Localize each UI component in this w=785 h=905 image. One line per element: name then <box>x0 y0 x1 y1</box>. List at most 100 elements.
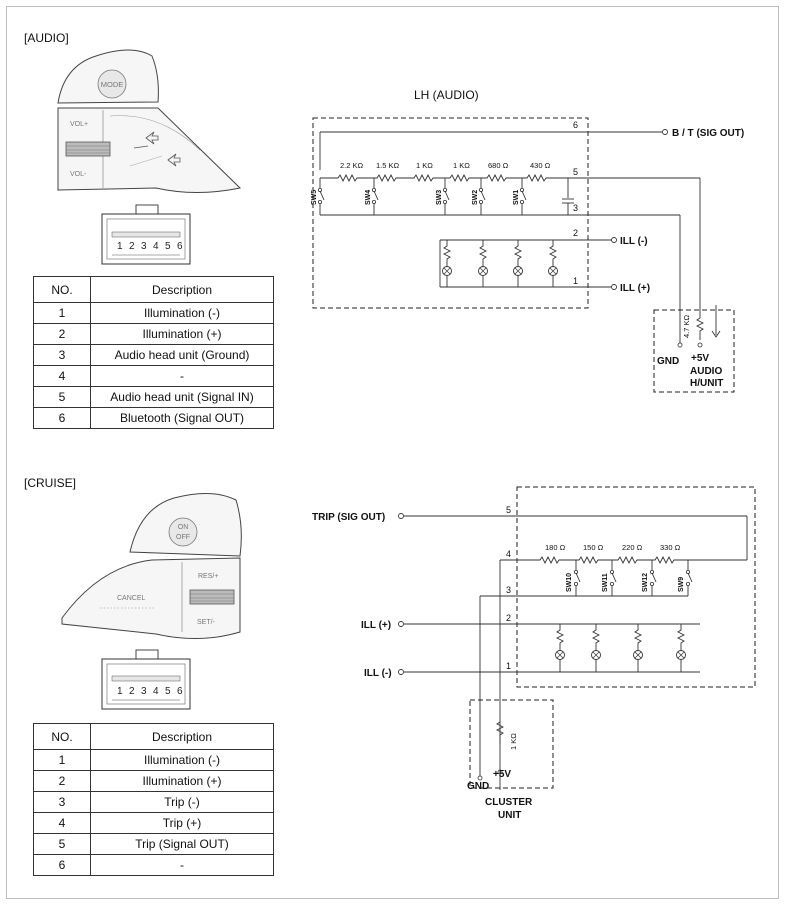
bt-sig-out-label: B / T (SIG OUT) <box>672 128 744 139</box>
resistor-label: 430 Ω <box>530 161 551 170</box>
seek-up-arrow-icon <box>145 131 159 145</box>
pin-label: 5 <box>573 167 578 177</box>
audio-section-label: [AUDIO] <box>24 31 69 45</box>
pin-label: 1 <box>573 276 578 286</box>
audio-switch-illustration: MODE VOL+ VOL- <box>57 49 242 193</box>
off-label: OFF <box>176 534 190 541</box>
pin-label: 3 <box>573 203 578 213</box>
resistor-label: 680 Ω <box>488 161 509 170</box>
gnd-label: GND <box>657 356 679 367</box>
pin-label: 2 <box>573 228 578 238</box>
audio-schematic-labels: 6 5 3 2 1 B / T (SIG OUT) ILL (-) ILL (+… <box>311 120 744 389</box>
cancel-label: CANCEL <box>117 595 146 602</box>
pin-description-cell: Audio head unit (Signal IN) <box>90 386 274 408</box>
resistor-label: 2.2 KΩ <box>340 161 364 170</box>
resistor-label: 220 Ω <box>622 543 643 552</box>
cruise-schematic-wiring <box>398 513 748 790</box>
page-frame <box>6 6 779 899</box>
resistor-label: 180 Ω <box>545 543 566 552</box>
resistor-label: 4.7 KΩ <box>682 314 691 338</box>
seek-down-arrow-icon <box>167 153 181 167</box>
pin-description-cell: Bluetooth (Signal OUT) <box>90 407 274 429</box>
connector-pin-number: 4 <box>153 686 159 697</box>
gnd-label: GND <box>467 781 489 792</box>
pin-label: 1 <box>506 661 511 671</box>
cruise-section-label: [CRUISE] <box>24 476 77 490</box>
resistor-label: 1 KΩ <box>416 161 433 170</box>
resistor-label: 150 Ω <box>583 543 604 552</box>
connector-pin-number: 6 <box>177 686 183 697</box>
pin-description-cell: Trip (Signal OUT) <box>90 833 274 855</box>
vol-down-label: VOL- <box>70 171 87 178</box>
audio-schematic-title: LH (AUDIO) <box>414 88 479 102</box>
trip-sig-out-label: TRIP (SIG OUT) <box>312 512 385 523</box>
table-row: 6- <box>33 854 274 876</box>
audio-unit-label: AUDIO <box>690 366 722 377</box>
cluster-unit-label: CLUSTER <box>485 797 533 808</box>
resistor-label: 1.5 KΩ <box>376 161 400 170</box>
pin-description-cell: Audio head unit (Ground) <box>90 344 274 366</box>
switch-label: SW12 <box>642 573 649 592</box>
resistor-label: 1 KΩ <box>509 733 518 750</box>
connector-pin-number: 6 <box>177 241 183 252</box>
res-plus-label: RES/+ <box>198 573 218 580</box>
set-minus-label: SET/- <box>197 619 216 626</box>
pin-label: 2 <box>506 613 511 623</box>
switch-label: SW1 <box>513 190 520 205</box>
vol-up-label: VOL+ <box>70 121 88 128</box>
cruise-switch-box <box>516 486 756 688</box>
connector-pin-number: 1 <box>117 241 123 252</box>
ill-minus-label: ILL (-) <box>620 236 648 247</box>
pin-label: 6 <box>573 120 578 130</box>
pin-label: 5 <box>506 505 511 515</box>
connector-pin-number: 3 <box>141 686 147 697</box>
pin-description-cell: Illumination (-) <box>90 302 274 324</box>
ill-minus-label: ILL (-) <box>364 668 392 679</box>
cruise-schematic-labels: 5 4 3 2 1 TRIP (SIG OUT) ILL (+) ILL (-)… <box>312 505 685 821</box>
connector-pin-number: 4 <box>153 241 159 252</box>
audio-unit-label-2: H/UNIT <box>690 378 723 389</box>
switch-label: SW3 <box>436 190 443 205</box>
switch-label: SW9 <box>678 577 685 592</box>
pin-description-cell: Illumination (-) <box>90 749 274 771</box>
connector-pin-number: 1 <box>117 686 123 697</box>
resistor-label: 1 KΩ <box>453 161 470 170</box>
connector-pin-number: 5 <box>165 686 171 697</box>
audio-switch-box <box>312 117 589 309</box>
ill-plus-label: ILL (+) <box>361 620 391 631</box>
switch-label: SW10 <box>566 573 573 592</box>
cruise-switch-illustration: ON OFF RES/+ SET/- CANCEL <box>61 492 242 639</box>
connector-pin-number: 5 <box>165 241 171 252</box>
plus5v-label: +5V <box>493 769 511 780</box>
audio-schematic-wiring <box>317 129 735 393</box>
switch-label: SW2 <box>472 190 479 205</box>
table-header-description: Description <box>90 276 274 303</box>
pin-label: 3 <box>506 585 511 595</box>
cluster-unit-label-2: UNIT <box>498 810 521 821</box>
connector-pin-number: 2 <box>129 686 135 697</box>
pin-number-cell: 6 <box>33 407 91 429</box>
on-label: ON <box>178 524 189 531</box>
plus5v-label: +5V <box>691 353 709 364</box>
pin-label: 4 <box>506 549 511 559</box>
resistor-label: 330 Ω <box>660 543 681 552</box>
pin-description-cell: - <box>90 854 274 876</box>
connector-pin-number: 3 <box>141 241 147 252</box>
switch-label: SW11 <box>602 573 609 592</box>
mode-button-label: MODE <box>101 80 124 89</box>
switch-label: SW4 <box>365 190 372 205</box>
connector-pin-number: 2 <box>129 241 135 252</box>
ill-plus-label: ILL (+) <box>620 283 650 294</box>
